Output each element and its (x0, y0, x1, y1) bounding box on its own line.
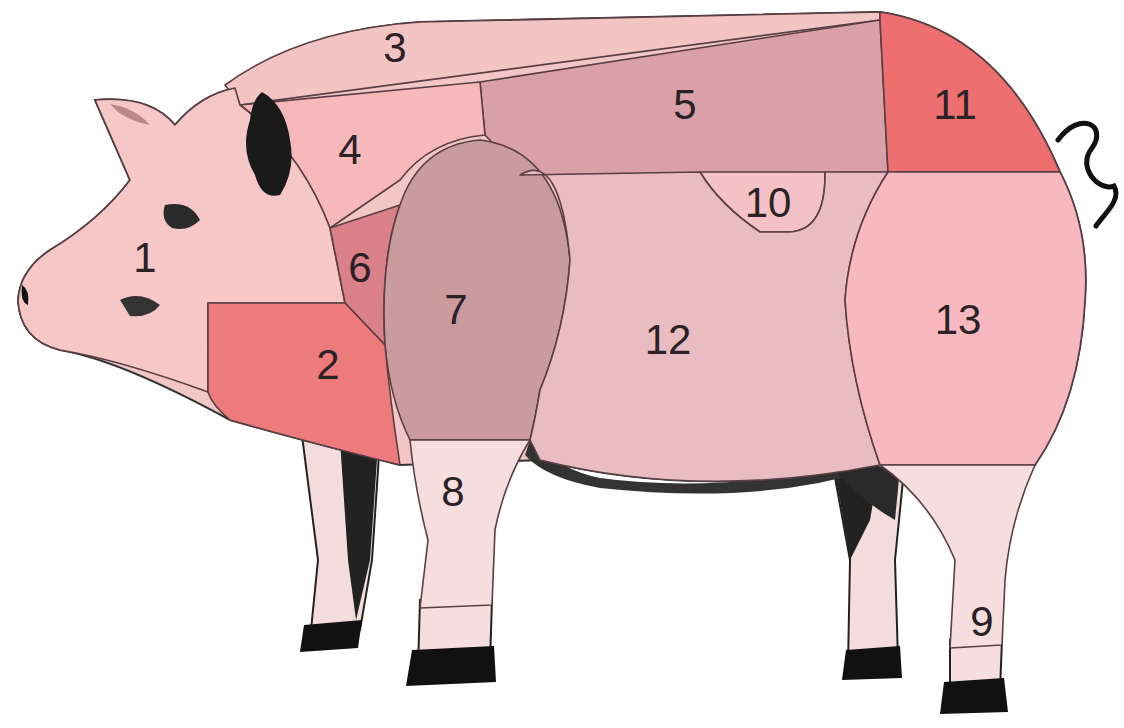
eye-mark (246, 92, 292, 196)
cut-outline (518, 168, 890, 483)
cut-region: 13 (843, 170, 1088, 467)
hoof (406, 646, 496, 686)
cut-number: 1 (133, 237, 156, 279)
cut-shape (480, 20, 888, 175)
cut-region: 2 (206, 301, 402, 467)
hoof (842, 646, 902, 680)
cut-shape (880, 12, 1060, 172)
snout-mark (22, 285, 29, 305)
cut-number: 12 (645, 319, 692, 361)
cut-shape (520, 170, 888, 481)
cut-outline (206, 301, 402, 467)
hoof (300, 620, 362, 652)
pig-body (18, 12, 1086, 481)
cut-number: 5 (673, 84, 696, 126)
cut-number: 13 (935, 299, 982, 341)
cut-outline (878, 463, 1037, 650)
cut-number: 2 (316, 344, 339, 386)
cut-region: 8 (408, 438, 532, 610)
cut-number: 4 (338, 129, 361, 171)
cheek-mark (120, 296, 160, 316)
cut-number: 11 (933, 84, 977, 126)
ear-mark (110, 104, 150, 125)
cut-shape (880, 465, 1035, 648)
cheek-mark (164, 204, 200, 229)
cut-shape (845, 172, 1086, 465)
cut-region: 9 (878, 463, 1037, 650)
cut-outline (408, 438, 532, 610)
cut-number: 6 (348, 247, 371, 289)
cut-shape (208, 303, 400, 465)
cut-number: 7 (444, 289, 467, 331)
cut-number: 10 (745, 182, 792, 224)
cut-region: 12 (518, 168, 890, 483)
cut-number: 3 (383, 27, 406, 69)
cut-region: 5 (478, 18, 890, 177)
leg-shading (340, 440, 378, 620)
cut-number: 9 (970, 601, 993, 643)
cut-region: 11 (878, 10, 1062, 174)
cut-number: 8 (441, 471, 464, 513)
hoof (940, 678, 1008, 714)
cut-shape (410, 440, 530, 608)
